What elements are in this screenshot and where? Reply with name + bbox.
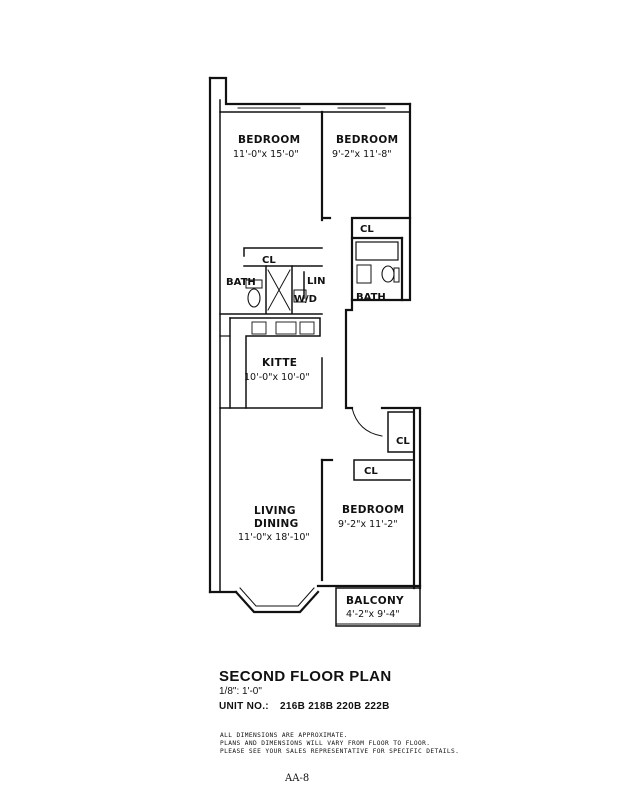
note-3: PLEASE SEE YOUR SALES REPRESENTATIVE FOR…	[220, 748, 460, 755]
linen-label: LIN	[307, 276, 325, 287]
balcony-dims: 4'-2"x 9'-4"	[346, 609, 400, 620]
sink-k	[275, 321, 297, 335]
page-number: AA-8	[285, 773, 310, 784]
window-top-right	[337, 103, 386, 109]
lower-right-wall	[380, 406, 422, 590]
shower	[267, 269, 291, 311]
plan-title: SECOND FLOOR PLAN	[219, 668, 392, 685]
living-dims: 11'-0"x 18'-10"	[238, 532, 310, 543]
kitchen-counter	[229, 317, 321, 409]
toilet-1	[247, 288, 261, 308]
note-2: PLANS AND DIMENSIONS WILL VARY FROM FLOO…	[220, 740, 431, 747]
exterior-wall-top	[208, 76, 412, 106]
balcony	[335, 587, 421, 627]
bath1-top-wall	[243, 247, 323, 267]
bedroom1-dims: 11'-0"x 15'-0"	[233, 149, 299, 160]
wd-label: W/D	[294, 294, 317, 305]
plan-scale: 1/8": 1'-0"	[219, 686, 262, 697]
bath2-label: BATH	[356, 292, 386, 303]
bedroom1-label: BEDROOM	[238, 134, 300, 146]
upper-right-wall	[400, 102, 412, 302]
bath2-walls	[350, 236, 404, 302]
closet3-wall	[387, 411, 415, 453]
sink-2	[356, 264, 372, 284]
unit-list: 216B 218B 220B 222B	[280, 701, 390, 712]
bath1-label: BATH	[226, 277, 256, 288]
bay-window	[234, 590, 320, 614]
unit-label: UNIT NO.:	[219, 701, 269, 712]
balcony-label: BALCONY	[346, 595, 404, 607]
bedroom2-dims: 9'-2"x 11'-8"	[332, 149, 392, 160]
disclaimer-notes: ALL DIMENSIONS ARE APPROXIMATE. PLANS AN…	[220, 732, 459, 756]
door-arc	[351, 407, 383, 437]
closet2-label: CL	[360, 224, 374, 235]
toilet-2	[381, 265, 395, 283]
kitchen-dims: 10'-0"x 10'-0"	[244, 372, 310, 383]
closet3-label: CL	[396, 436, 410, 447]
note-1: ALL DIMENSIONS ARE APPROXIMATE.	[220, 732, 348, 739]
kitchen-label: KITTE	[262, 357, 297, 369]
bay-window-inner	[239, 587, 315, 607]
bedroom3-label: BEDROOM	[342, 504, 404, 516]
corridor-right-wall	[344, 298, 354, 410]
closet2-wall	[350, 216, 412, 240]
bedroom3-dims: 9'-2"x 11'-2"	[338, 519, 398, 530]
bedroom-divider	[320, 110, 332, 222]
living-label: LIVING	[254, 505, 296, 517]
tub	[355, 241, 399, 261]
closet4-label: CL	[364, 466, 378, 477]
dining-label: DINING	[254, 518, 299, 530]
bath1-walls	[219, 265, 323, 315]
bedroom2-label: BEDROOM	[336, 134, 398, 146]
kitchen-bottom	[219, 357, 323, 409]
closet4-wall	[353, 459, 415, 481]
closet1-label: CL	[262, 255, 276, 266]
unit-numbers: UNIT NO.: 216B 218B 220B 222B	[219, 701, 390, 712]
wd-box	[293, 289, 307, 303]
window-top-left	[237, 103, 301, 109]
range	[251, 321, 267, 335]
